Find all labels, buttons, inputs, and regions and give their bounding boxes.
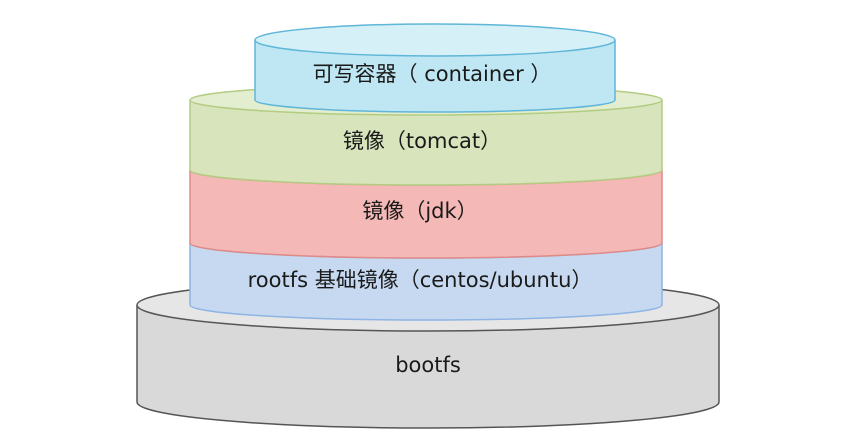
layer-rootfs-label: rootfs 基础镜像（centos/ubuntu） xyxy=(248,268,593,292)
layer-container-label: 可写容器（ container ） xyxy=(313,62,552,86)
layer-bootfs-outline xyxy=(136,305,720,429)
layer-container-top xyxy=(254,23,616,57)
layer-container: 可写容器（ container ） xyxy=(254,23,616,113)
layer-tomcat-outline xyxy=(189,100,663,186)
layer-jdk-label: 镜像（jdk） xyxy=(362,199,477,223)
layer-bootfs-label: bootfs xyxy=(395,353,461,377)
layer-container-outline xyxy=(254,40,616,113)
layer-jdk-body xyxy=(190,170,662,258)
layer-rootfs-outline xyxy=(189,243,663,321)
layer-container-body xyxy=(255,40,615,112)
layer-jdk-outline xyxy=(189,170,663,259)
layer-tomcat-body xyxy=(190,100,662,185)
layer-bootfs-body xyxy=(137,305,719,428)
layer-rootfs-body xyxy=(190,243,662,320)
layer-tomcat-label: 镜像（tomcat） xyxy=(343,129,501,153)
